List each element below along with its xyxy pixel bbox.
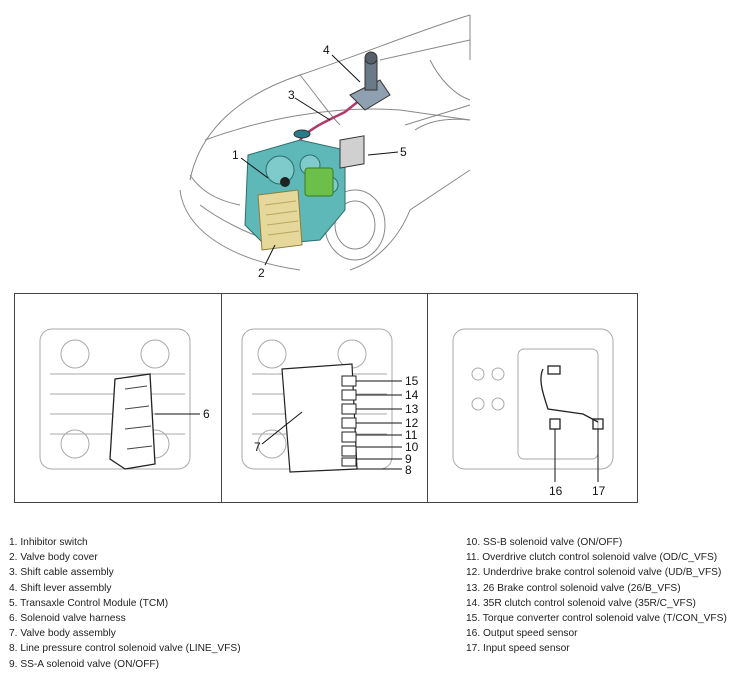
legend-item: 13. 26 Brake control solenoid valve (26/… bbox=[466, 582, 681, 594]
legend-item: 9. SS-A solenoid valve (ON/OFF) bbox=[9, 658, 160, 670]
legend-item: 1. Inhibitor switch bbox=[9, 537, 88, 548]
callout-17: 17 bbox=[592, 484, 606, 498]
legend-item: 6. Solenoid valve harness bbox=[9, 613, 126, 625]
legend-item: 16. Output speed sensor bbox=[466, 628, 578, 640]
legend-item: 3. Shift cable assembly bbox=[9, 567, 114, 579]
legend-item: 12. Underdrive brake control solenoid va… bbox=[466, 567, 722, 579]
legend-left: 1. Inhibitor switch 2. Valve body cover … bbox=[9, 535, 241, 672]
callout-4: 4 bbox=[323, 43, 330, 57]
solenoid-harness-shape bbox=[109, 373, 156, 470]
legend-item: 17. Input speed sensor bbox=[466, 643, 570, 655]
callout-3: 3 bbox=[288, 88, 295, 102]
valve-body-cover-illustration bbox=[257, 189, 303, 251]
legend-item: 11. Overdrive clutch control solenoid va… bbox=[466, 552, 718, 564]
panel-speed-sensors: 16 17 bbox=[427, 293, 638, 503]
legend-item: 10. SS-B solenoid valve (ON/OFF) bbox=[466, 537, 623, 548]
callout-11: 11 bbox=[405, 428, 418, 442]
shift-lever-illustration bbox=[349, 51, 391, 111]
vehicle-overview-illustration: 1 2 3 4 5 bbox=[179, 14, 471, 280]
callout-12: 12 bbox=[405, 416, 419, 430]
panel-valve-body: 15 14 13 12 11 10 9 8 7 bbox=[221, 293, 429, 503]
callout-13: 13 bbox=[405, 402, 419, 416]
legend-item: 7. Valve body assembly bbox=[9, 628, 116, 640]
callout-6: 6 bbox=[203, 407, 210, 421]
callout-14: 14 bbox=[405, 388, 419, 402]
callout-10: 10 bbox=[405, 440, 419, 454]
callout-2: 2 bbox=[258, 266, 265, 280]
callout-8: 8 bbox=[405, 463, 412, 477]
legend-item: 8. Line pressure control solenoid valve … bbox=[9, 643, 241, 655]
legend-item: 14. 35R clutch control solenoid valve (3… bbox=[466, 597, 696, 609]
callout-7: 7 bbox=[254, 440, 261, 454]
callout-1: 1 bbox=[232, 148, 239, 162]
legend-item: 2. Valve body cover bbox=[9, 552, 98, 564]
panel-solenoid-harness: 6 bbox=[14, 293, 223, 503]
callout-15: 15 bbox=[405, 374, 419, 388]
legend-item: 4. Shift lever assembly bbox=[9, 582, 112, 594]
callout-5: 5 bbox=[400, 145, 407, 159]
tcm-illustration bbox=[339, 135, 365, 169]
legend-item: 15. Torque converter control solenoid va… bbox=[466, 613, 727, 625]
legend-item: 5. Transaxle Control Module (TCM) bbox=[9, 597, 169, 609]
callout-16: 16 bbox=[549, 484, 563, 498]
callout-9: 9 bbox=[405, 452, 412, 466]
legend-right: 10. SS-B solenoid valve (ON/OFF) 11. Ove… bbox=[466, 535, 727, 657]
